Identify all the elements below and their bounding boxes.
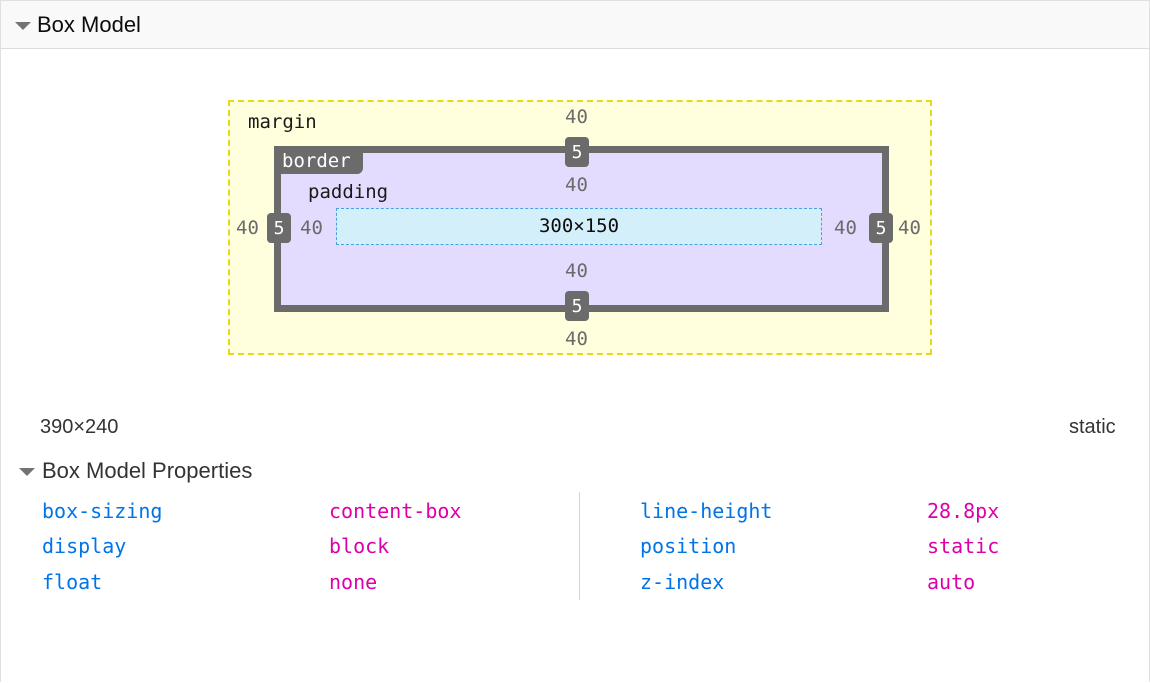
margin-left-value[interactable]: 40 (236, 217, 259, 239)
property-name: position (640, 534, 737, 558)
border-top-value[interactable]: 5 (565, 137, 589, 167)
property-name: display (42, 534, 127, 558)
content-size[interactable]: 300×150 (538, 215, 620, 237)
property-value: none (329, 570, 378, 594)
border-right-value[interactable]: 5 (869, 213, 893, 243)
padding-top-value[interactable]: 40 (565, 174, 588, 196)
property-value: 28.8px (927, 499, 1000, 523)
margin-top-value[interactable]: 40 (565, 106, 588, 128)
padding-bottom-value[interactable]: 40 (565, 260, 588, 282)
border-bottom-value[interactable]: 5 (565, 291, 589, 321)
margin-label: margin (248, 111, 317, 133)
border-left-value[interactable]: 5 (267, 213, 291, 243)
box-model-title: Box Model (37, 12, 141, 37)
property-name: box-sizing (42, 499, 163, 523)
collapse-triangle-icon[interactable] (19, 468, 35, 476)
margin-bottom-value[interactable]: 40 (565, 328, 588, 350)
column-divider (579, 492, 580, 600)
property-name: z-index (640, 570, 725, 594)
padding-left-value[interactable]: 40 (300, 217, 323, 239)
element-position: static (1069, 416, 1116, 438)
property-value: block (329, 534, 390, 558)
collapse-triangle-icon[interactable] (15, 22, 31, 30)
content-box (336, 208, 822, 245)
padding-right-value[interactable]: 40 (834, 217, 857, 239)
property-value: auto (927, 570, 976, 594)
padding-label: padding (308, 181, 389, 203)
property-name: line-height (640, 499, 773, 523)
box-model-properties-title: Box Model Properties (42, 458, 253, 483)
box-model-header[interactable]: Box Model (1, 1, 1149, 49)
property-value: static (927, 534, 1000, 558)
margin-right-value[interactable]: 40 (898, 217, 921, 239)
border-label: border (279, 148, 363, 174)
element-dimensions: 390×240 (40, 416, 119, 438)
property-name: float (42, 570, 103, 594)
property-value: content-box (329, 499, 462, 523)
